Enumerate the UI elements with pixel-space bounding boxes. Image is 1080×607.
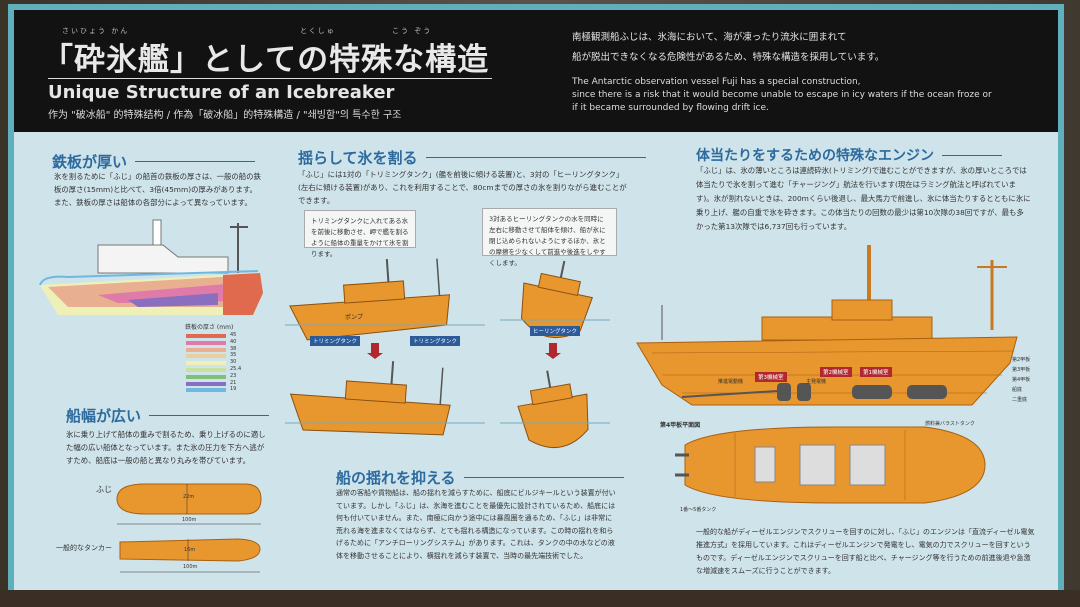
trimming-ship-diagrams — [285, 258, 610, 448]
page-title: 「砕氷艦」としての特殊な構造 — [42, 42, 490, 78]
page-title-english: Unique Structure of an Icebreaker — [48, 82, 395, 103]
legend-value: 21 — [230, 379, 237, 386]
hull-thickness-diagram — [39, 219, 263, 315]
legend-swatch — [186, 374, 226, 379]
wide-beam-text: 氷に乗り上げて船体の重みで割るため、乗り上げるのに適した幅の広い船体となっていま… — [66, 430, 266, 465]
heading-anti-roll: 船の揺れを抑える — [336, 467, 624, 488]
intro-en-line: if it became surrounded by flowing drift… — [572, 103, 769, 113]
heading-thick-plate: 鉄板が厚い — [52, 151, 256, 172]
trim-tank-tag-aft: トリミングタンク — [410, 336, 461, 346]
title-ruby: こう ぞう — [392, 27, 433, 35]
legend-value: 19 — [230, 386, 237, 393]
pump-label: ポンプ — [345, 314, 363, 321]
legend-value: 30 — [230, 359, 237, 366]
heading-engine: 体当たりをするための特殊なエンジン — [696, 145, 1002, 165]
floor-strip — [0, 590, 1080, 607]
engine-room-2-tag: 第2機械室 — [820, 367, 852, 377]
engine-room-1-tag: 第1機械室 — [860, 367, 892, 377]
legend-swatch — [186, 368, 226, 372]
deck-plan-title: 第4甲板平面図 — [660, 422, 701, 429]
heading-rocking: 揺らして氷を割る — [298, 147, 646, 168]
legend-value: 23 — [230, 372, 237, 379]
deck-label: 第3甲板 — [1012, 367, 1031, 373]
legend-swatch — [186, 381, 226, 386]
legend-value: 45 — [230, 332, 237, 338]
legend-swatch — [186, 361, 226, 366]
callout-trimming: トリミングタンクに入れてある水を前後に移動させ、岬で艦を割るように船体の重量をか… — [304, 210, 416, 258]
fuji-length: 100m — [182, 517, 197, 523]
heading-wide-beam: 船幅が広い — [66, 405, 270, 426]
intro-english: The Antarctic observation vessel Fuji ha… — [572, 76, 1012, 115]
legend-swatch — [186, 354, 226, 359]
legend-swatch — [186, 340, 226, 345]
deck-label: 第2甲板 — [1012, 357, 1031, 363]
intro-jp-line: 船が脱出できなくなる危険性があるため、特殊な構造を採用しています。 — [572, 52, 885, 63]
motor-label: 推進電動機 — [718, 379, 744, 385]
engine-bottom-text: 一般的な船がディーゼルエンジンでスクリューを回すのに対し、「ふじ」のエンジンは「… — [696, 528, 1035, 575]
tanker-length: 100m — [183, 564, 198, 570]
intro-en-line: The Antarctic observation vessel Fuji ha… — [572, 77, 861, 87]
legend-value: 38 — [230, 345, 237, 352]
deck-label: 第4甲板 — [1012, 377, 1031, 383]
tanker-width: 16m — [184, 547, 196, 553]
title-divider — [48, 78, 492, 79]
engine-text: 「ふじ」は、氷の薄いところは連続砕氷(トリミング)で進むことができますが、氷の厚… — [696, 166, 1031, 231]
intro-jp-line: 南極観測船ふじは、氷海において、海が凍ったり流氷に囲まれて — [572, 32, 847, 43]
tanker-hull-outline — [119, 538, 261, 573]
deck-4-plan — [675, 426, 986, 504]
engine-room-3-tag: 第3機械室 — [755, 372, 787, 382]
tank-range-label: 1番～5番タンク — [680, 507, 717, 513]
fuji-label: ふじ — [96, 485, 112, 494]
fuji-engine-side-view — [636, 245, 1018, 406]
legend-value: 25.4 — [230, 366, 242, 372]
callout-heeling: 3対あるヒーリングタンクの水を同時に左右に移動させて船体を傾け、船が氷に閉じ込め… — [482, 208, 617, 267]
fuji-hull-outline — [116, 483, 262, 525]
legend-swatch — [186, 388, 226, 393]
panel-header — [14, 10, 1058, 132]
title-ruby: さいひょう かん — [62, 27, 130, 35]
deck-label: 船底 — [1012, 387, 1023, 393]
trim-tank-tag-fore: トリミングタンク — [310, 336, 361, 346]
intro-en-line: since there is a risk that it would beco… — [572, 90, 992, 100]
generator-label: 主発電機 — [806, 379, 827, 385]
legend-value: 35 — [230, 352, 237, 359]
legend-value: 40 — [230, 338, 237, 345]
fuji-width: 22m — [183, 494, 195, 500]
heel-tank-tag: ヒーリングタンク — [530, 326, 581, 336]
legend-swatch — [186, 347, 226, 352]
ballast-label: 燃料兼バラストタンク — [925, 421, 975, 427]
tanker-label: 一般的なタンカー — [56, 544, 112, 552]
anti-roll-text: 通常の客船や貨物船は、船の揺れを減らすために、船底にビルジキールという装置が付い… — [336, 489, 616, 560]
page-title-multilingual: 作为 "破冰船" 的特殊结构 / 作為「破冰船」的特殊構造 / "쇄빙함"의 특… — [48, 110, 402, 121]
thickness-legend-title: 鉄板の厚さ (mm) — [185, 324, 234, 331]
rocking-text: 「ふじ」には1対の「トリミングタンク」(艦を前後に傾ける装置)と、3対の「ヒーリ… — [298, 170, 627, 205]
legend-swatch — [186, 334, 226, 338]
deck-label: 二重底 — [1012, 397, 1028, 403]
thick-plate-text: 氷を割るために「ふじ」の船首の鉄板の厚さは、一般の船の鉄板の厚さ(15mm)と比… — [54, 172, 261, 207]
title-ruby: とくしゅ — [300, 27, 336, 35]
